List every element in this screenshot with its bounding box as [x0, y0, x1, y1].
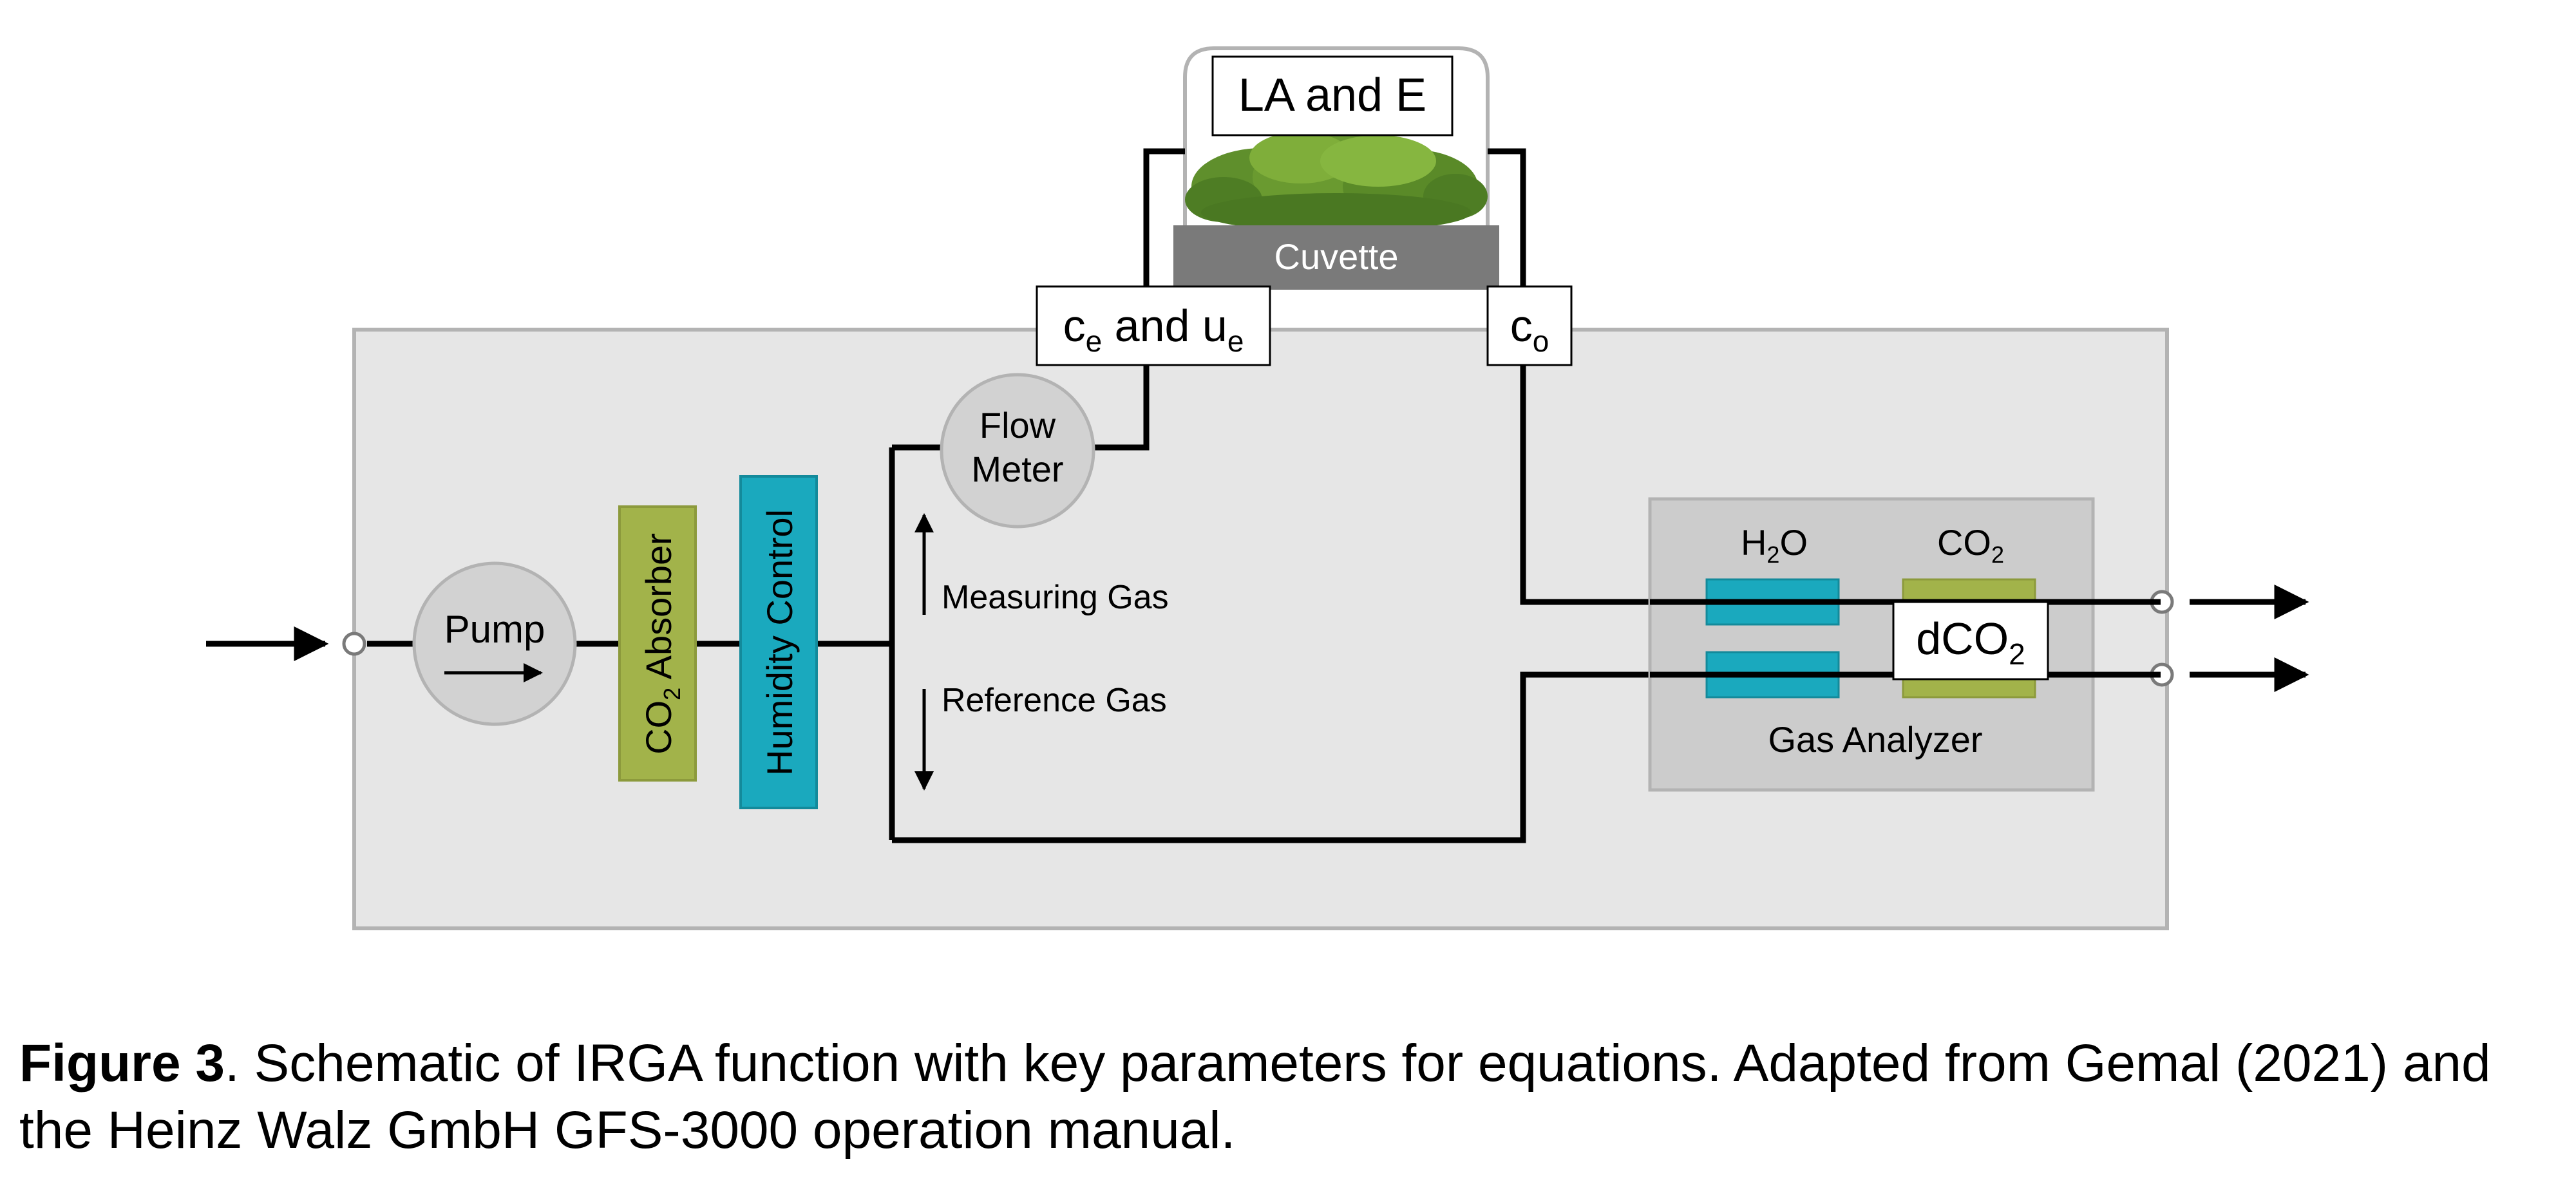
co-label: co [1510, 301, 1549, 358]
co2-sensor-label: CO2 [1937, 522, 2004, 568]
cuvette-base [1173, 225, 1499, 290]
humidity-control-label: Humidity Control [759, 509, 800, 776]
co-box [1486, 285, 1573, 366]
figure-caption: Figure 3. Schematic of IRGA function wit… [19, 1030, 2563, 1164]
pump-label: Pump [444, 608, 545, 651]
pump: Pump [412, 561, 577, 726]
measuring-gas-label: Measuring Gas [942, 579, 1169, 616]
gas-analyzer-label: Gas Analyzer [1768, 719, 1982, 760]
moss-sample [1185, 132, 1488, 232]
reference-gas-label: Reference Gas [942, 682, 1167, 719]
la-and-e-label: LA and E [1238, 70, 1426, 121]
flow-meter: Flow Meter [940, 373, 1095, 529]
co2-absorber-label: CO2 Absorber [638, 533, 685, 755]
la-and-e-box [1211, 55, 1454, 136]
caption-text: . Schematic of IRGA function with key pa… [19, 1034, 2491, 1159]
inlet-port [342, 632, 366, 656]
ce-ue-box [1036, 285, 1271, 366]
flow-meter-line1: Flow [980, 405, 1056, 446]
flow-meter-line2: Meter [971, 449, 1063, 489]
ce-ue-label: ce and ue [1063, 301, 1244, 358]
dco2-label: dCO2 [1916, 614, 2025, 671]
h2o-label: H2O [1741, 522, 1808, 568]
cuvette-label: Cuvette [1274, 236, 1399, 277]
humidity-control: Humidity Control [739, 475, 818, 809]
figure-label: Figure 3 [19, 1034, 225, 1093]
co2-absorber: CO2 Absorber [618, 505, 697, 782]
dco2-box [1892, 601, 2049, 680]
